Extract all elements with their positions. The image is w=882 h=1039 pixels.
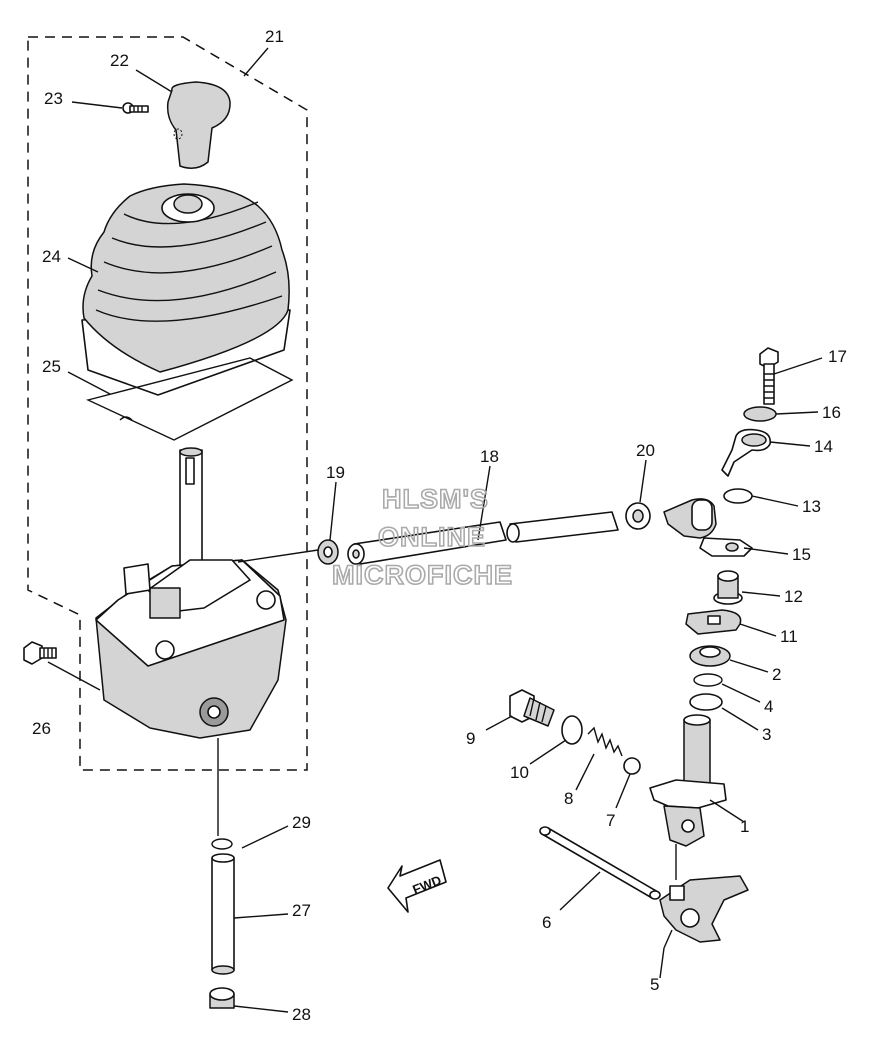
callout-26: 26 bbox=[32, 719, 51, 738]
shift-knob bbox=[166, 81, 231, 169]
ball-7 bbox=[623, 757, 641, 775]
callout-25: 25 bbox=[42, 357, 61, 376]
callout-2: 2 bbox=[772, 665, 781, 684]
shift-shaft-1 bbox=[649, 714, 727, 847]
callout-3: 3 bbox=[762, 725, 771, 744]
callout-11: 11 bbox=[780, 627, 798, 646]
watermark-line1: HLSM'S bbox=[382, 484, 489, 514]
lever-shaft bbox=[179, 447, 203, 571]
nut-20 bbox=[625, 502, 651, 530]
clip-29 bbox=[211, 838, 233, 850]
washer-3 bbox=[689, 693, 723, 711]
callout-7: 7 bbox=[606, 811, 615, 830]
callout-22: 22 bbox=[110, 51, 129, 70]
watermark-line2: ONLINE bbox=[378, 522, 486, 552]
callout-6: 6 bbox=[542, 913, 551, 932]
callout-5: 5 bbox=[650, 975, 659, 994]
leader-lines bbox=[47, 47, 823, 1013]
washer-16 bbox=[743, 406, 777, 422]
gasket-10 bbox=[561, 715, 583, 745]
callout-8: 8 bbox=[564, 789, 573, 808]
callout-28: 28 bbox=[292, 1005, 311, 1024]
callout-12: 12 bbox=[784, 587, 803, 606]
plate-11 bbox=[685, 609, 742, 635]
lever-15 bbox=[663, 498, 753, 557]
shift-rod-6 bbox=[539, 826, 661, 900]
fwd-arrow: FWD bbox=[387, 859, 447, 913]
assembly-21-boundary bbox=[27, 36, 308, 771]
watermark: HLSM'S ONLINE MICROFICHE bbox=[331, 483, 513, 591]
callout-21: 21 bbox=[265, 27, 284, 46]
shift-boot bbox=[81, 183, 291, 396]
callout-20: 20 bbox=[636, 441, 655, 460]
clip-14 bbox=[721, 428, 772, 477]
callout-numbers: 21 22 23 24 25 26 29 27 28 19 18 20 17 1… bbox=[32, 27, 847, 1024]
gasket-25 bbox=[85, 357, 294, 441]
spring-8 bbox=[587, 726, 623, 757]
collar-12 bbox=[713, 570, 743, 605]
pin-27 bbox=[211, 853, 235, 975]
callout-1: 1 bbox=[740, 817, 749, 836]
washer-13 bbox=[723, 488, 753, 504]
callout-10: 10 bbox=[510, 763, 529, 782]
shift-fork-5 bbox=[659, 875, 749, 943]
callout-18: 18 bbox=[480, 447, 499, 466]
callout-13: 13 bbox=[802, 497, 821, 516]
collar-19 bbox=[317, 539, 339, 565]
callout-24: 24 bbox=[42, 247, 61, 266]
callout-15: 15 bbox=[792, 545, 811, 564]
callout-9: 9 bbox=[466, 729, 475, 748]
callout-4: 4 bbox=[764, 697, 773, 716]
callout-23: 23 bbox=[44, 89, 63, 108]
rod-18 bbox=[347, 511, 619, 565]
callout-27: 27 bbox=[292, 901, 311, 920]
bushing-2 bbox=[689, 645, 731, 667]
plug-28 bbox=[209, 987, 235, 1009]
callout-14: 14 bbox=[814, 437, 833, 456]
watermark-line3: MICROFICHE bbox=[332, 560, 513, 590]
screw-23 bbox=[122, 102, 149, 114]
plug-9 bbox=[509, 689, 555, 727]
callout-19: 19 bbox=[326, 463, 345, 482]
bolt-26 bbox=[23, 641, 57, 665]
callout-17: 17 bbox=[828, 347, 847, 366]
bolt-17 bbox=[759, 347, 779, 405]
callout-29: 29 bbox=[292, 813, 311, 832]
shift-housing bbox=[95, 559, 287, 739]
circlip-4 bbox=[693, 673, 723, 687]
callout-16: 16 bbox=[822, 403, 841, 422]
